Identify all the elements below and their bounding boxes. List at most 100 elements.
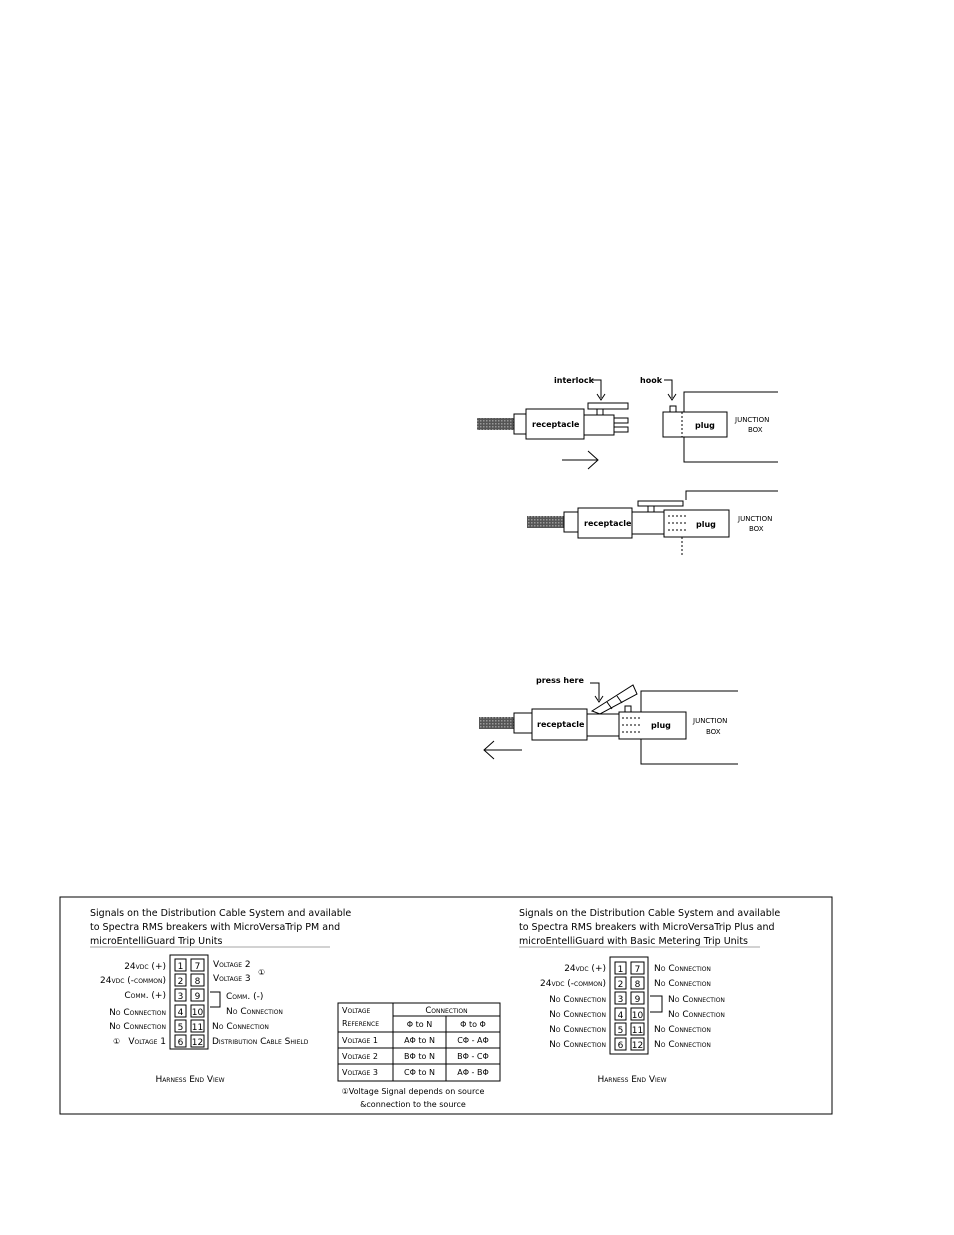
r-pin-12: 12 bbox=[632, 1041, 643, 1051]
table-pn-1: AΦ to N bbox=[404, 1036, 435, 1045]
r-left-signal-5: No Connection bbox=[549, 1025, 606, 1035]
r-right-signal-11: No Connection bbox=[654, 1025, 711, 1035]
receptacle-body bbox=[531, 708, 588, 741]
left-header-2: to Spectra RMS breakers with MicroVersaT… bbox=[90, 922, 340, 933]
junction-box-wall bbox=[685, 490, 778, 500]
r-left-signal-2: 24vdc (-common) bbox=[540, 979, 606, 989]
r-left-signal-6: No Connection bbox=[549, 1040, 606, 1050]
interlock-post bbox=[596, 408, 604, 416]
press-here-label: press here bbox=[536, 676, 584, 685]
cable-collar bbox=[513, 712, 533, 734]
voltage-note-mark: ① bbox=[258, 968, 265, 977]
left-signal-6: Voltage 1 bbox=[128, 1037, 166, 1047]
table-pp-3: AΦ - BΦ bbox=[457, 1068, 489, 1077]
table-note-2: &connection to the source bbox=[360, 1100, 466, 1109]
table-head-voltage: Voltage bbox=[342, 1006, 371, 1015]
cable bbox=[527, 516, 565, 528]
pin-bottom bbox=[613, 426, 629, 433]
pin-4: 4 bbox=[178, 1008, 184, 1018]
table-pn-3: CΦ to N bbox=[404, 1068, 435, 1077]
plug-label: plug bbox=[695, 421, 715, 430]
interlock-post bbox=[647, 505, 655, 513]
pin-10: 10 bbox=[192, 1008, 204, 1018]
r-pin-3: 3 bbox=[618, 995, 624, 1005]
cable-collar bbox=[513, 413, 527, 435]
r-pin-4: 4 bbox=[618, 1011, 624, 1021]
r-pin-6: 6 bbox=[618, 1041, 624, 1051]
right-signal-12: Distribution Cable Shield bbox=[212, 1037, 309, 1047]
left-header-3: microEntelliGuard Trip Units bbox=[90, 936, 222, 947]
release-lever bbox=[590, 684, 638, 715]
receptacle-nose bbox=[586, 713, 620, 737]
harness-panel bbox=[59, 896, 833, 1115]
right-harness: Signals on the Distribution Cable System… bbox=[519, 908, 780, 1085]
right-header-1: Signals on the Distribution Cable System… bbox=[519, 908, 780, 919]
left-harness: Signals on the Distribution Cable System… bbox=[90, 908, 351, 1085]
pin-2: 2 bbox=[178, 977, 184, 987]
pin-top bbox=[613, 417, 629, 424]
r-pin-11: 11 bbox=[632, 1026, 643, 1036]
r-right-signal-10: No Connection bbox=[668, 1010, 725, 1020]
table-note-1: ①Voltage Signal depends on source bbox=[342, 1087, 485, 1096]
hook-tab bbox=[669, 405, 677, 413]
table-pp-1: CΦ - AΦ bbox=[457, 1036, 489, 1045]
r-pin-7: 7 bbox=[635, 965, 641, 975]
left-signal-3: Comm. (+) bbox=[124, 991, 166, 1001]
hook-label: hook bbox=[640, 376, 663, 385]
table-pp-2: BΦ - CΦ bbox=[457, 1052, 489, 1061]
table-subhead-phase-phase: Φ to Φ bbox=[460, 1020, 486, 1029]
r-pin-5: 5 bbox=[618, 1026, 624, 1036]
receptacle-nose bbox=[631, 511, 665, 535]
pin-1: 1 bbox=[178, 962, 184, 972]
pin-3: 3 bbox=[178, 992, 184, 1002]
receptacle-label: receptacle bbox=[537, 720, 585, 729]
right-signal-9: Comm. (-) bbox=[226, 992, 263, 1002]
junction-label-2: BOX bbox=[748, 426, 763, 434]
pin-6: 6 bbox=[178, 1038, 184, 1048]
cable bbox=[479, 717, 515, 729]
plug-label: plug bbox=[696, 520, 716, 529]
receptacle-label: receptacle bbox=[584, 519, 632, 528]
table-pn-2: BΦ to N bbox=[404, 1052, 435, 1061]
pin-5: 5 bbox=[178, 1023, 184, 1033]
right-caption: Harness End View bbox=[597, 1075, 666, 1085]
table-head-connection: Connection bbox=[425, 1006, 467, 1016]
pin-11: 11 bbox=[192, 1023, 203, 1033]
junction-label: JUNCTION bbox=[692, 717, 727, 725]
left-signal-5: No Connection bbox=[109, 1022, 166, 1032]
right-signal-11: No Connection bbox=[212, 1022, 269, 1032]
connect-diagram bbox=[477, 379, 778, 470]
r-pin-2: 2 bbox=[618, 980, 624, 990]
voltage-table: Voltage Reference Connection Φ to N Φ to… bbox=[337, 1002, 501, 1109]
hook-tab bbox=[624, 705, 632, 713]
left-signal-2: 24vdc (-common) bbox=[100, 976, 166, 986]
pin-9: 9 bbox=[195, 992, 201, 1002]
receptacle-label: receptacle bbox=[532, 420, 580, 429]
plug-body bbox=[663, 509, 730, 538]
table-subhead-phase-neutral: Φ to N bbox=[407, 1020, 432, 1029]
r-pin-8: 8 bbox=[635, 980, 641, 990]
junction-box-wall bbox=[683, 391, 778, 412]
junction-label: JUNCTION bbox=[737, 515, 772, 523]
junction-label-2: BOX bbox=[749, 525, 764, 533]
interlock-bar bbox=[587, 402, 629, 410]
table-ref-2: Voltage 2 bbox=[342, 1052, 378, 1061]
plug-body bbox=[662, 411, 728, 438]
receptacle-body bbox=[577, 507, 633, 539]
r-right-signal-8: No Connection bbox=[654, 979, 711, 989]
interlock-arrow bbox=[592, 379, 602, 398]
pin-7: 7 bbox=[195, 962, 201, 972]
left-signal-4: No Connection bbox=[109, 1008, 166, 1018]
left-caption: Harness End View bbox=[155, 1075, 224, 1085]
interlock-label: interlock bbox=[554, 376, 595, 385]
right-signal-10: No Connection bbox=[226, 1007, 283, 1017]
receptacle-body bbox=[525, 408, 585, 440]
r-right-signal-12: No Connection bbox=[654, 1040, 711, 1050]
r-pin-10: 10 bbox=[632, 1011, 644, 1021]
table-head-reference: Reference bbox=[342, 1019, 379, 1028]
left-signal-1: 24vdc (+) bbox=[124, 962, 166, 972]
cable-collar bbox=[563, 511, 579, 533]
disconnect-diagram bbox=[479, 682, 738, 765]
r-left-signal-4: No Connection bbox=[549, 1010, 606, 1020]
